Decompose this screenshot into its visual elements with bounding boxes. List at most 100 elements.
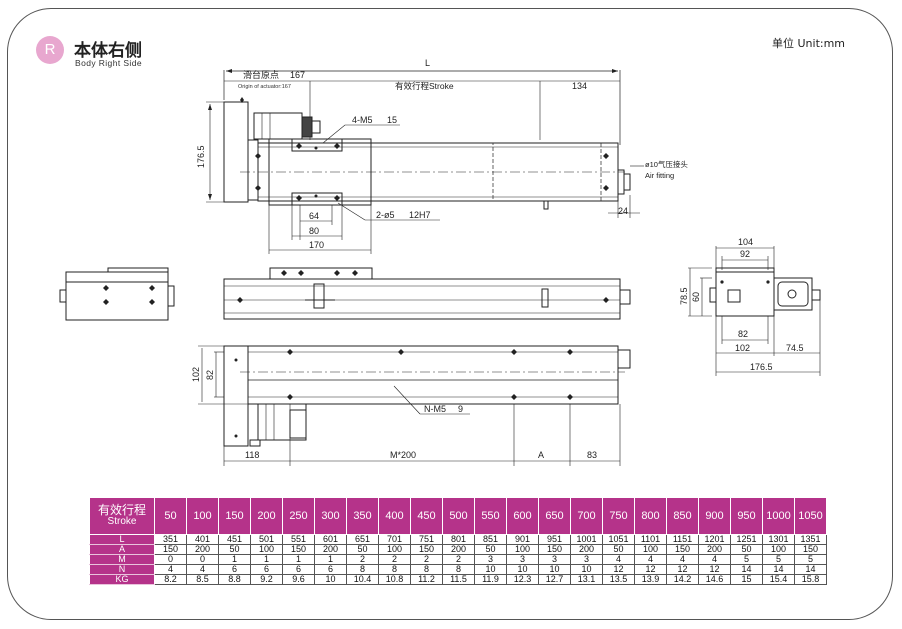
table-cell: 12 [634,564,667,575]
table-cell: 901 [506,534,539,545]
table-cell: 5 [794,554,827,565]
table-cell: 150 [666,544,699,555]
stroke-header-label: 有效行程 Stroke [89,497,155,535]
unit-label: 单位 Unit:mm [772,37,846,50]
table-cell: 10 [474,564,507,575]
table-cell: 150 [282,544,315,555]
table-cell: 1101 [634,534,667,545]
table-cell: 13.9 [634,574,667,585]
stroke-header-cell: 150 [218,497,251,535]
table-cell: 2 [346,554,379,565]
page-frame [7,8,893,620]
dim-60: 60 [691,292,701,302]
stroke-header-cell: 650 [538,497,571,535]
table-cell: 701 [378,534,411,545]
stroke-header-cell: 800 [634,497,667,535]
pin-callout: 2-ø5 [376,210,395,220]
air-fitting-en: Air fitting [645,171,674,180]
table-cell: 1201 [698,534,731,545]
table-cell: 2 [442,554,475,565]
table-cell: 150 [538,544,571,555]
table-cell: 100 [506,544,539,555]
table-cell: 6 [282,564,315,575]
table-cell: 150 [794,544,827,555]
table-cell: 351 [154,534,187,545]
table-cell: 11.2 [410,574,443,585]
table-cell: 4 [698,554,731,565]
dim-104: 104 [738,237,753,247]
table-cell: 50 [218,544,251,555]
table-cell: 14.2 [666,574,699,585]
table-cell: 11.5 [442,574,475,585]
table-cell: 9.6 [282,574,315,585]
row-label: L [89,534,155,545]
table-cell: 451 [218,534,251,545]
table-cell: 1051 [602,534,635,545]
stroke-header-cell: 1000 [762,497,795,535]
table-cell: 13.1 [570,574,603,585]
table-cell: 12.3 [506,574,539,585]
table-cell: 50 [474,544,507,555]
table-cell: 6 [250,564,283,575]
dim-102-end: 102 [735,343,750,353]
table-cell: 14 [730,564,763,575]
end-view: 104 92 78.5 60 82 102 74.5 176.5 [679,237,821,376]
table-cell: 200 [570,544,603,555]
table-cell: 4 [634,554,667,565]
table-cell: 10 [314,574,347,585]
stroke-header-cell: 400 [378,497,411,535]
stroke-header-cell: 250 [282,497,315,535]
table-cell: 3 [538,554,571,565]
stroke-header-cell: 100 [186,497,219,535]
table-cell: 8.8 [218,574,251,585]
table-cell: 1 [314,554,347,565]
hole-top-depth: 15 [387,115,397,125]
dim-170: 170 [309,240,324,250]
table-cell: 11.9 [474,574,507,585]
stroke-label-cn: 有效行程 [97,503,146,517]
table-cell: 8.2 [154,574,187,585]
stroke-header-cell: 450 [410,497,443,535]
table-cell: 6 [218,564,251,575]
row-label: KG [89,574,155,585]
table-cell: 0 [186,554,219,565]
dim-92: 92 [740,249,750,259]
table-cell: 751 [410,534,443,545]
table-cell: 0 [154,554,187,565]
table-cell: 100 [378,544,411,555]
stroke-header-cell: 1050 [794,497,827,535]
stroke-label-en: Stroke [107,516,137,527]
table-cell: 1351 [794,534,827,545]
pin-depth: 12H7 [409,210,431,220]
side-view [223,267,631,320]
table-cell: 1 [250,554,283,565]
table-cell: 10 [506,564,539,575]
table-cell: 1001 [570,534,603,545]
row-label: N [89,564,155,575]
table-cell: 8.5 [186,574,219,585]
table-cell: 50 [602,544,635,555]
table-cell: 100 [634,544,667,555]
dim-64: 64 [309,211,319,221]
table-cell: 5 [730,554,763,565]
dim-176-5-end: 176.5 [750,362,773,372]
dim-83: 83 [587,450,597,460]
air-fitting-cn: ø10气压接头 [645,159,688,169]
stroke-header-cell: 750 [602,497,635,535]
table-cell: 2 [410,554,443,565]
table-cell: 12 [602,564,635,575]
dim-m200: M*200 [390,450,416,460]
table-cell: 8 [442,564,475,575]
top-view: L 滑台原点 167 Origin of actuator:167 有效行程St… [196,58,688,254]
dim-74-5: 74.5 [786,343,804,353]
dim-78-5: 78.5 [679,287,689,305]
dim-176-5-top: 176.5 [196,145,206,168]
table-cell: 200 [442,544,475,555]
section-title: 本体右侧 [74,41,142,61]
table-cell: 50 [346,544,379,555]
